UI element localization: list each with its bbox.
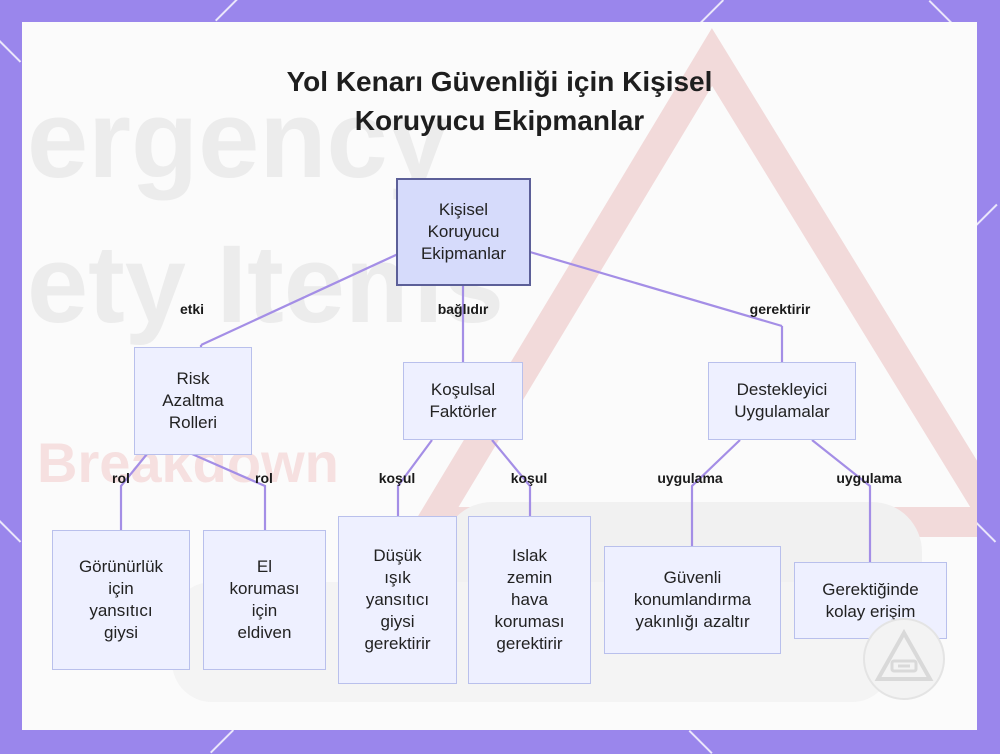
edge-label-rol: rol	[112, 470, 130, 486]
edge-gerektirir	[529, 250, 783, 328]
title-line: Koruyucu Ekipmanlar	[354, 105, 645, 136]
edge-label-etki: etki	[179, 301, 205, 317]
frame-decoration	[700, 0, 725, 24]
edge-label-kosul: koşul	[510, 470, 548, 486]
title-line: Yol Kenarı Güvenliği için Kişisel	[286, 66, 713, 97]
page-title: Yol Kenarı Güvenliği için Kişisel Koruyu…	[22, 62, 977, 140]
edge-uygulama-2	[811, 439, 872, 562]
frame-decoration	[975, 203, 998, 227]
edge-uygulama-1	[690, 439, 741, 546]
frame-decoration	[0, 40, 22, 63]
frame-decoration	[210, 729, 235, 754]
edge-rol-1	[119, 453, 148, 530]
frame-decoration	[0, 520, 22, 543]
edge-kosul-2	[491, 439, 532, 516]
edge-label-gerektirir: gerektirir	[749, 301, 811, 317]
frame-decoration	[688, 730, 713, 754]
edge-label-uygulama: uygulama	[657, 470, 723, 486]
edge-kosul-1	[396, 439, 433, 516]
background-text: ergency	[27, 78, 449, 201]
edge-label-uygulama: uygulama	[836, 470, 902, 486]
frame-decoration	[928, 0, 953, 25]
frame-decoration	[215, 0, 240, 22]
warning-triangle-icon	[863, 618, 945, 700]
diagram-canvas: ergency ety Items Breakdown Yol Kenarı G…	[22, 22, 977, 730]
edge-label-baglidir: bağlıdır	[437, 301, 489, 317]
edge-label-kosul: koşul	[378, 470, 416, 486]
edge-rol-2	[191, 452, 267, 530]
edges	[119, 250, 872, 562]
edge-label-rol: rol	[255, 470, 273, 486]
edge-etki	[200, 253, 399, 346]
